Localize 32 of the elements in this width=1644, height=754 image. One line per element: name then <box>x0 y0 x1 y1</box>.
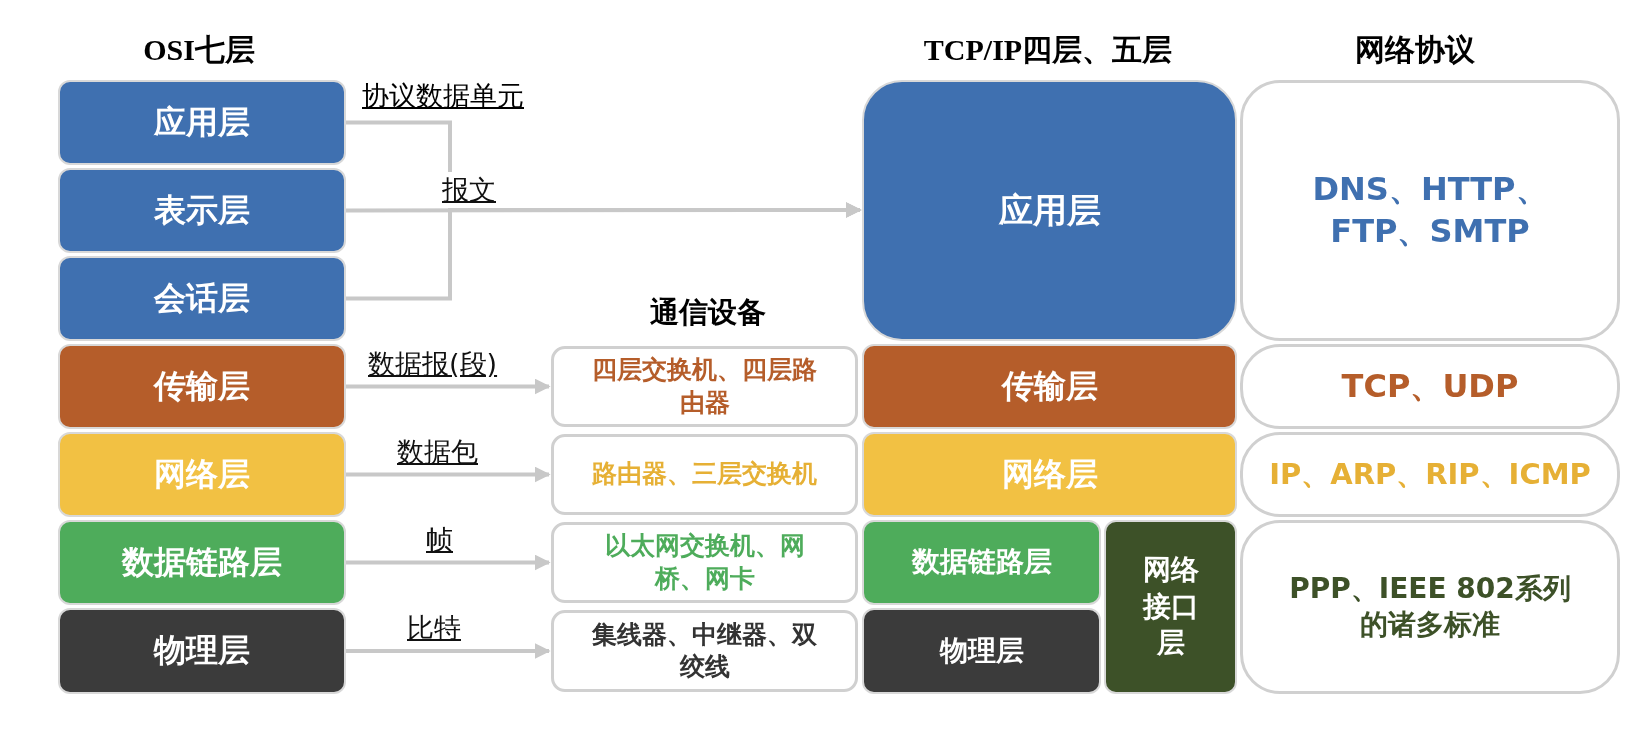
device-box: 集线器、中继器、双绞线 <box>551 610 858 692</box>
arrow <box>346 554 551 571</box>
layer-box: 数据链路层 <box>58 520 346 605</box>
column-heading: 通信设备 <box>650 295 766 330</box>
protocol-box: DNS、HTTP、FTP、SMTP <box>1240 80 1620 341</box>
device-box: 路由器、三层交换机 <box>551 434 858 515</box>
column-heading: OSI七层 <box>143 32 255 68</box>
layer-box: 传输层 <box>862 344 1237 429</box>
arrow <box>346 466 551 483</box>
protocol-box: IP、ARP、RIP、ICMP <box>1240 432 1620 517</box>
layer-box: 网络层 <box>58 432 346 517</box>
layer-box: 应用层 <box>58 80 346 165</box>
layer-box: 物理层 <box>58 608 346 694</box>
protocol-box: TCP、UDP <box>1240 344 1620 429</box>
arrow <box>346 202 862 301</box>
layer-box: 表示层 <box>58 168 346 253</box>
column-heading: TCP/IP四层、五层 <box>923 32 1173 68</box>
layer-box: 网络接口层 <box>1104 520 1237 694</box>
layer-box: 会话层 <box>58 256 346 341</box>
layer-box: 数据链路层 <box>862 520 1101 605</box>
column-heading: 网络协议 <box>1355 32 1475 68</box>
device-box: 四层交换机、四层路由器 <box>551 346 858 427</box>
arrow <box>346 643 551 659</box>
protocol-box: PPP、IEEE 802系列的诸多标准 <box>1240 520 1620 694</box>
edge-label: 报文 <box>440 172 498 208</box>
arrow <box>346 378 551 395</box>
column-label: 协议数据单元 <box>362 79 524 113</box>
layer-box: 网络层 <box>862 432 1237 517</box>
layer-box: 应用层 <box>862 80 1237 341</box>
layer-box: 物理层 <box>862 608 1101 694</box>
layer-box: 传输层 <box>58 344 346 429</box>
device-box: 以太网交换机、网桥、网卡 <box>551 522 858 603</box>
